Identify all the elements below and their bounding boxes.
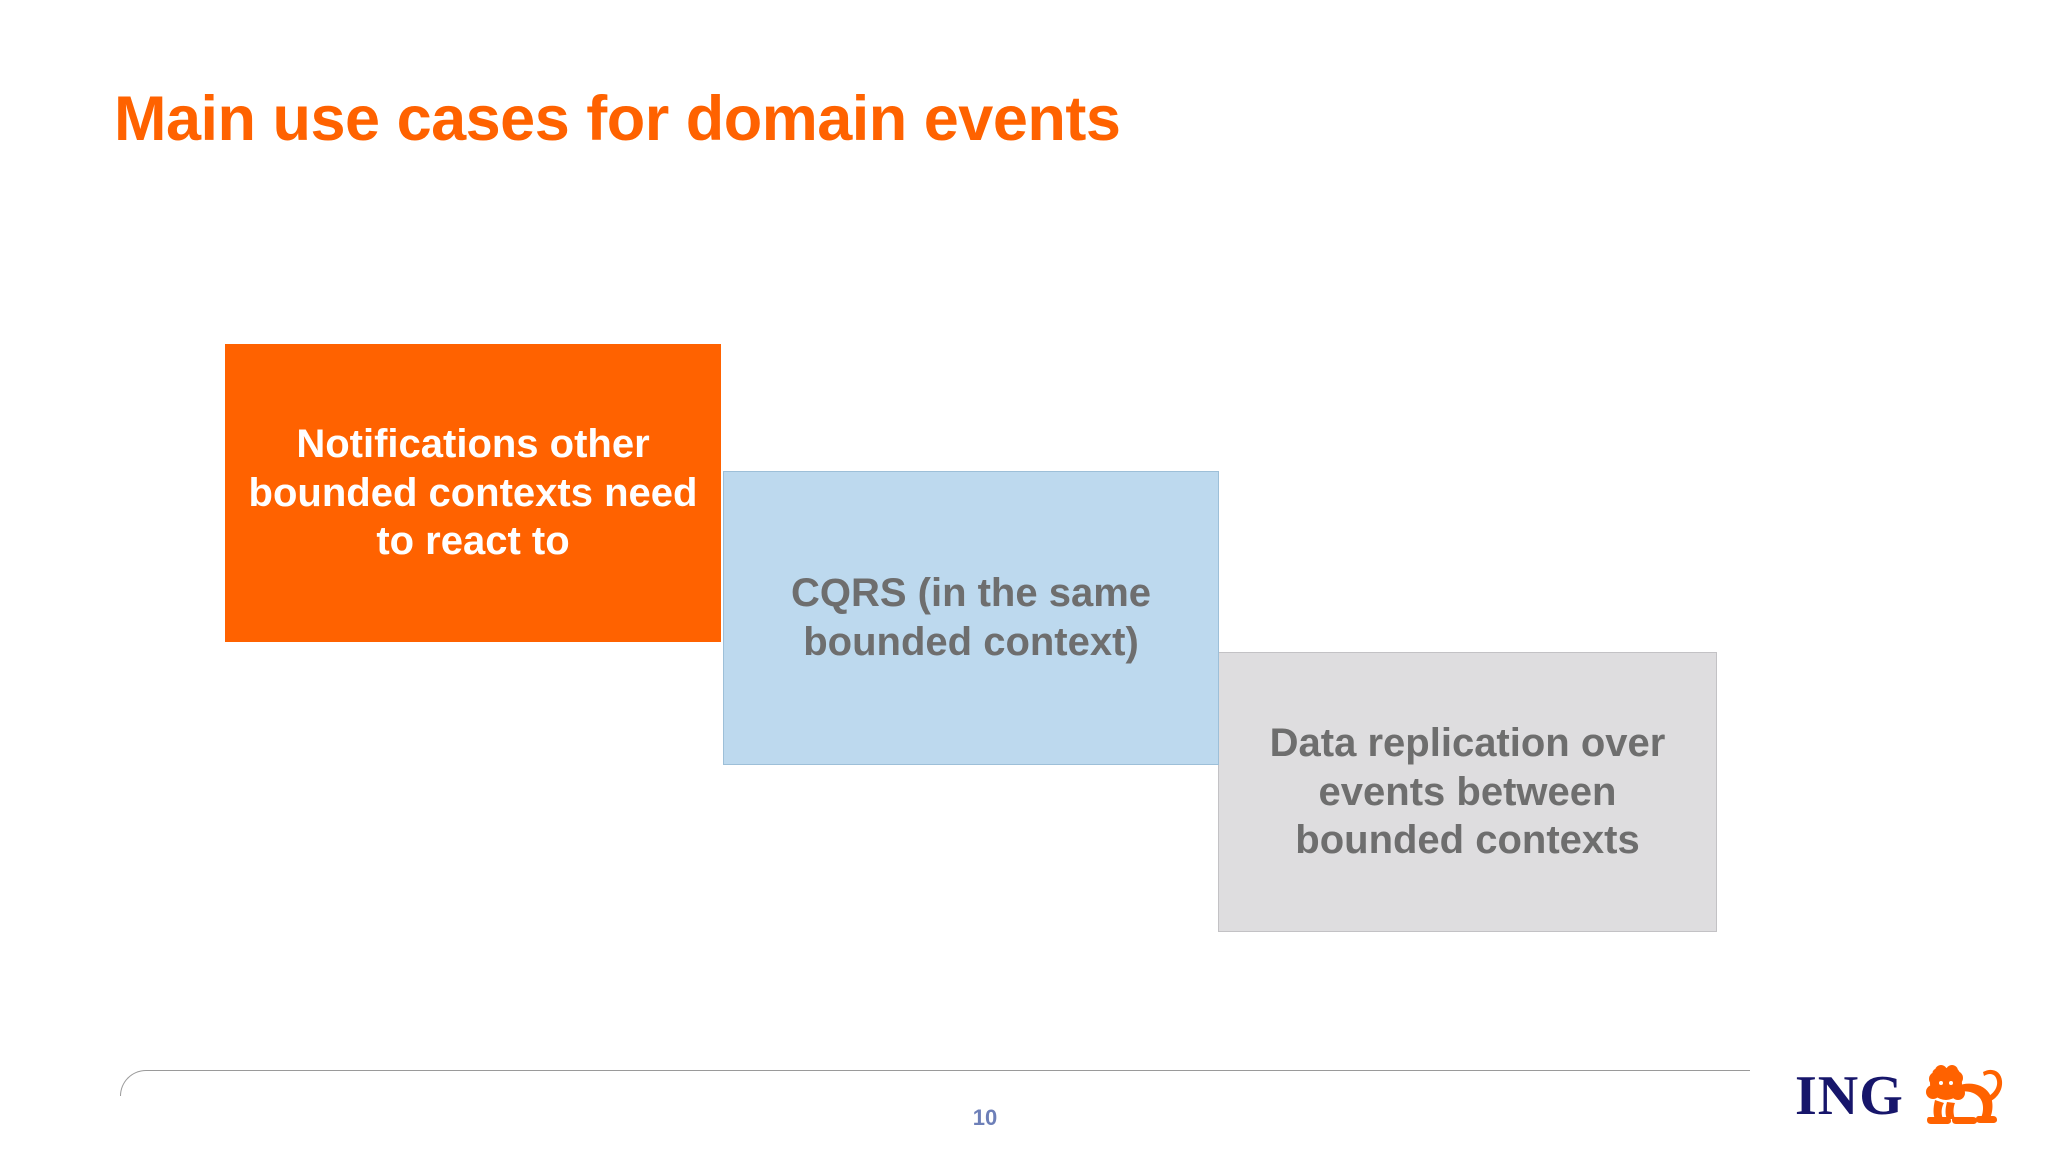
ing-wordmark: ING (1795, 1065, 1904, 1127)
diagram-box-data-replication-label: Data replication over events between bou… (1269, 720, 1666, 863)
ing-lion-icon (1926, 1065, 2003, 1124)
diagram-box-data-replication[interactable]: Data replication over events between bou… (1218, 652, 1717, 932)
diagram-box-notifications[interactable]: Notifications other bounded contexts nee… (225, 344, 721, 642)
footer-divider (120, 1070, 1750, 1096)
diagram-box-cqrs[interactable]: CQRS (in the same bounded context) (723, 471, 1219, 765)
page-title: Main use cases for domain events (114, 84, 1121, 154)
page-number: 10 (972, 1105, 998, 1130)
ing-logo: ING (1795, 1062, 2005, 1138)
diagram-box-notifications-label: Notifications other bounded contexts nee… (248, 421, 698, 564)
diagram-box-cqrs-label: CQRS (in the same bounded context) (790, 571, 1152, 664)
